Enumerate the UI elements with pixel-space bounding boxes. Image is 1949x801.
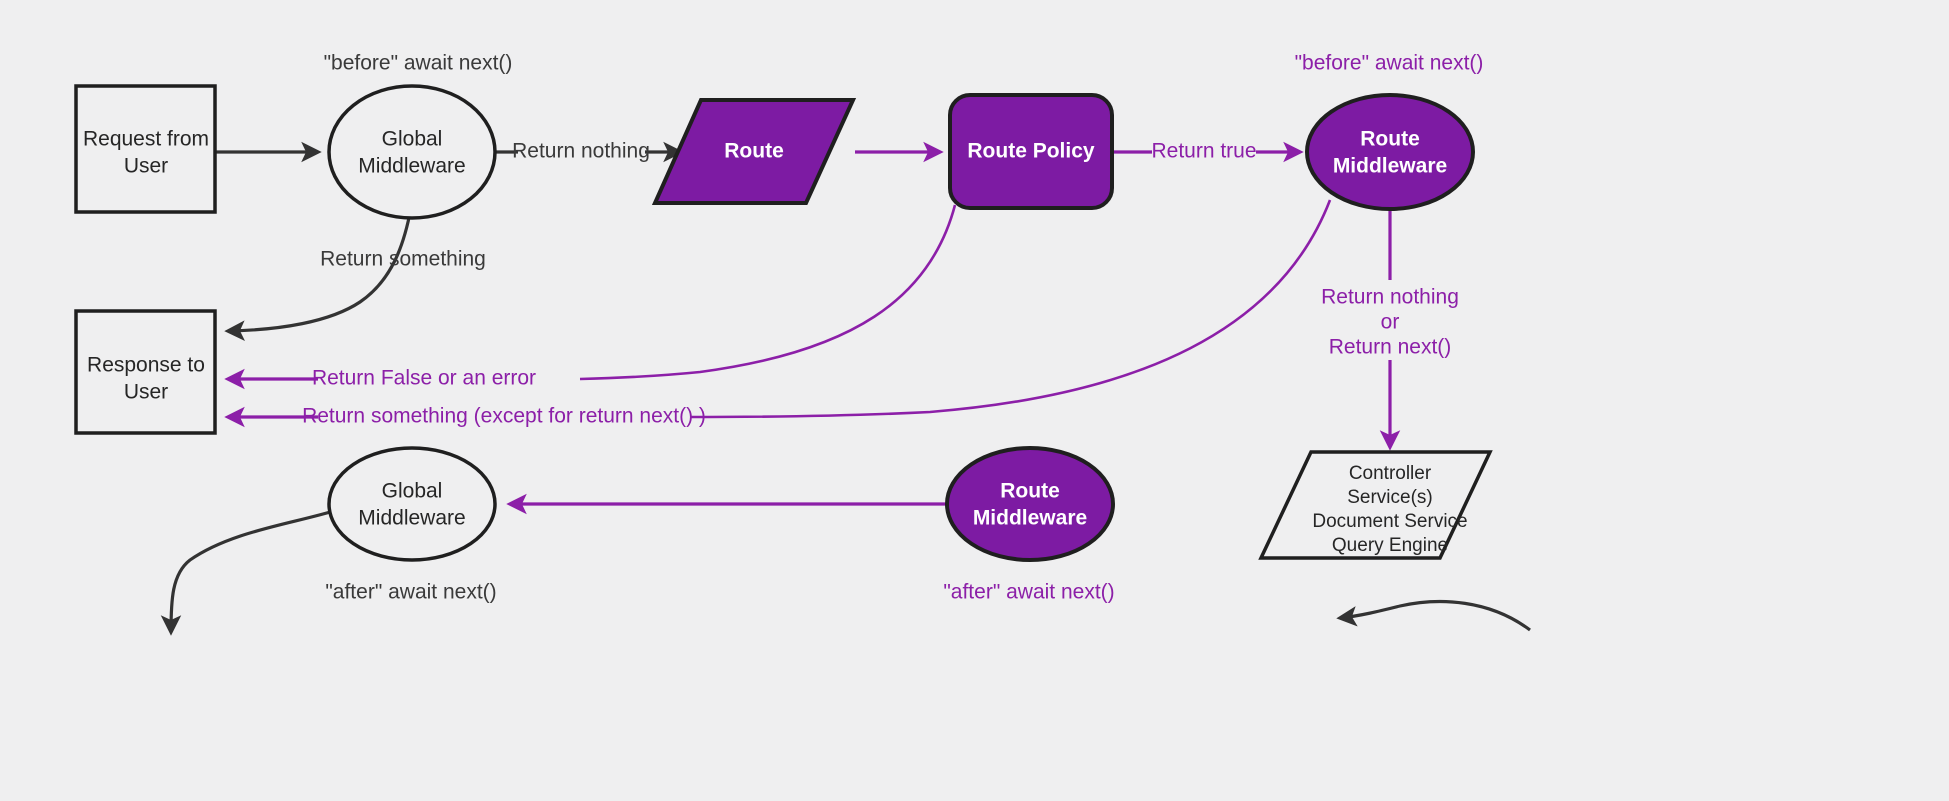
controller-line2: Service(s)	[1347, 487, 1433, 508]
annotation-after-await-next-purple: "after" await next()	[943, 581, 1114, 604]
edge-global-middleware-to-response-curved	[224, 207, 413, 341]
global-middleware-top-line1: Global	[382, 128, 443, 151]
edge-label-return-nothing-2: Return nothing	[1321, 286, 1459, 309]
route-policy-label: Route Policy	[967, 140, 1095, 163]
edge-label-return-false-or-error: Return False or an error	[312, 367, 536, 390]
edge-route-policy-to-response-curve	[579, 204, 957, 381]
node-response-to-user[interactable]: Response to User	[74, 309, 217, 435]
controller-line4: Query Engine	[1332, 535, 1448, 556]
node-controller-services[interactable]: Controller Service(s) Document Service Q…	[1258, 450, 1493, 560]
route-middleware-top-line2: Middleware	[1333, 155, 1447, 178]
edge-label-or: or	[1381, 311, 1400, 334]
request-from-user-line2: User	[124, 155, 168, 178]
global-middleware-top-line2: Middleware	[358, 155, 465, 178]
edge-controller-to-route-middleware-bottom	[1336, 599, 1531, 632]
edge-label-return-nothing: Return nothing	[512, 140, 650, 163]
request-from-user-line1: Request from	[83, 128, 209, 151]
node-route[interactable]: Route	[651, 98, 857, 205]
edge-label-return-something: Return something	[320, 248, 486, 271]
node-route-policy[interactable]: Route Policy	[948, 93, 1114, 210]
edge-label-return-something-except: Return something (except for return next…	[302, 405, 706, 428]
annotation-before-await-next-purple: "before" await next()	[1295, 52, 1484, 75]
node-request-from-user[interactable]: Request from User	[74, 84, 217, 214]
node-global-middleware-bottom[interactable]: Global Middleware	[327, 446, 497, 562]
controller-line1: Controller	[1349, 463, 1432, 484]
global-middleware-bottom-line2: Middleware	[358, 507, 465, 530]
edge-label-return-next: Return next()	[1329, 336, 1452, 359]
route-label: Route	[724, 140, 784, 163]
edge-label-return-true: Return true	[1151, 140, 1256, 163]
route-middleware-bottom-line2: Middleware	[973, 507, 1087, 530]
edge-global-middleware-bottom-to-response	[160, 510, 331, 636]
node-route-middleware-top[interactable]: Route Middleware	[1305, 93, 1475, 211]
route-middleware-bottom-line1: Route	[1000, 480, 1060, 503]
annotation-before-await-next-dark: "before" await next()	[324, 52, 513, 75]
response-to-user-line1: Response to	[87, 354, 205, 377]
controller-line3: Document Service	[1312, 511, 1467, 532]
global-middleware-bottom-line1: Global	[382, 480, 443, 503]
edge-route-middleware-to-response-curve	[689, 199, 1332, 419]
node-route-middleware-bottom[interactable]: Route Middleware	[945, 446, 1115, 562]
route-middleware-top-line1: Route	[1360, 128, 1420, 151]
response-to-user-line2: User	[124, 381, 168, 404]
annotation-after-await-next-dark: "after" await next()	[325, 581, 496, 604]
node-global-middleware-top[interactable]: Global Middleware	[327, 84, 497, 220]
